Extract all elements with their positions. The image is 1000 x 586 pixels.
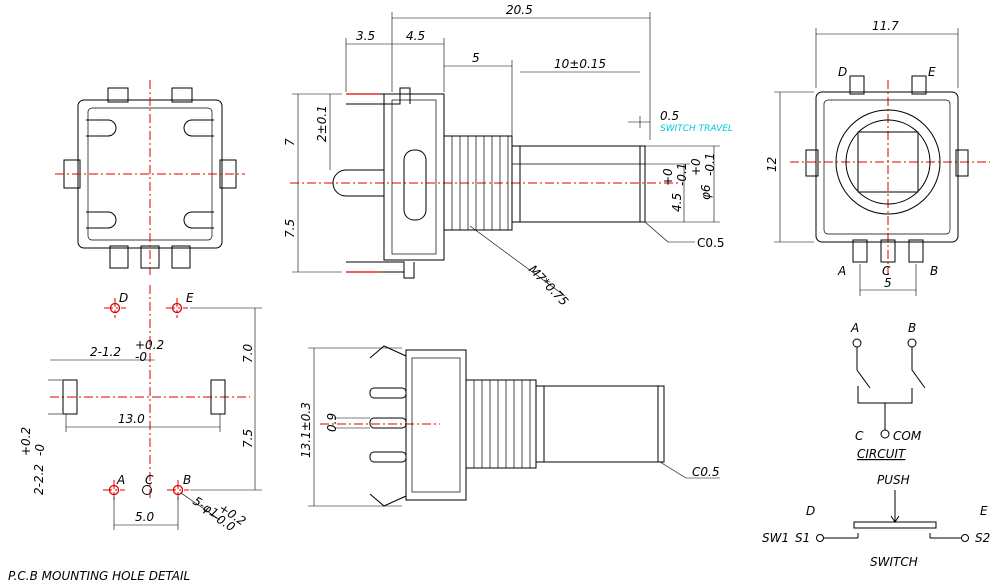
pcb-label-d: D [119, 291, 128, 305]
switch-label-e: E [980, 504, 988, 518]
side-view: 20.5 3.5 4.5 5 10±0.15 0.5 SWITCH TRAVEL… [283, 3, 733, 309]
switch-label-d: D [806, 504, 815, 518]
dim-phi6: φ6 [699, 184, 713, 200]
dim-117: 11.7 [872, 19, 899, 33]
pcb-dim-13: 13.0 [118, 412, 145, 426]
dim-45: 4.5 [406, 29, 425, 43]
side-view-bottom: 13.1±0.3 0.9 C0.5 [299, 345, 720, 507]
dim-shaft-45: 4.5 [670, 193, 684, 212]
pcb-title: P.C.B MOUNTING HOLE DETAIL [8, 569, 190, 583]
knob-label-e: E [928, 65, 936, 79]
circuit-label-a: A [850, 321, 859, 335]
switch-label-sw1: SW1 [762, 531, 789, 545]
pcb-label-b: B [183, 473, 191, 487]
switch-label-s2: S2 [975, 531, 990, 545]
knob-view: D E A C B 11.7 12 5 [765, 19, 990, 296]
dim-c05-side: C0.5 [697, 236, 724, 250]
circuit-label-c: C [855, 429, 864, 443]
pcb-dim-slot: 2-2.2 [32, 464, 46, 495]
knob-label-d: D [838, 65, 847, 79]
pcb-hole-detail: D E A C B 13.0 2-1.2 +0.2 -0 2-2.2 +0.2 … [8, 285, 262, 583]
knob-label-b: B [930, 264, 938, 278]
dim-2: 2±0.1 [315, 105, 329, 142]
dim-shaft-45-tol-top: +0 [661, 168, 675, 186]
switch-title: SWITCH [870, 555, 918, 569]
pcb-label-e: E [186, 291, 194, 305]
dim-09: 0.9 [325, 413, 339, 432]
dim-75-side: 7.5 [283, 219, 297, 238]
switch-diagram: PUSH D E SW1 S1 S2 SWITCH [762, 473, 990, 569]
dim-205: 20.5 [506, 3, 533, 17]
dim-35: 3.5 [356, 29, 375, 43]
front-view [55, 80, 245, 275]
dim-c05-bottom: C0.5 [692, 465, 719, 479]
circuit-title: CIRCUIT [857, 447, 907, 461]
switch-travel-label: SWITCH TRAVEL [660, 124, 733, 134]
pcb-label-a: A [116, 473, 125, 487]
dim-thread: M7*0.75 [526, 262, 571, 308]
dim-5: 5 [472, 51, 480, 65]
dim-shaft-45-tol-bot: -0.1 [675, 163, 689, 186]
pcb-dim-70: 7.0 [241, 344, 255, 363]
dim-12: 12 [765, 157, 779, 172]
dim-10: 10±0.15 [554, 57, 606, 71]
knob-label-c: C [882, 264, 891, 278]
pcb-dim-hole2: 2-1.2 [90, 345, 121, 359]
dim-131: 13.1±0.3 [299, 402, 313, 458]
dim-phi6-tol-top: +0 [689, 158, 703, 176]
pcb-dim-50: 5.0 [135, 510, 154, 524]
dim-phi6-tol-bot: -0.1 [703, 153, 717, 176]
circuit-label-com: COM [893, 429, 922, 443]
pcb-dim-slot-tol-top: +0.2 [19, 427, 33, 456]
pcb-dim-75: 7.5 [241, 429, 255, 448]
switch-label-s1: S1 [795, 531, 810, 545]
pcb-dim-hole2-tol-bot: -0 [135, 350, 147, 364]
dim-7-side: 7 [283, 138, 297, 146]
pcb-label-c: C [145, 473, 154, 487]
switch-push: PUSH [877, 473, 910, 487]
circuit-label-b: B [908, 321, 916, 335]
dim-05: 0.5 [660, 109, 679, 123]
knob-label-a: A [837, 264, 846, 278]
pcb-dim-slot-tol-bot: -0 [33, 444, 47, 456]
circuit-diagram: A B C COM CIRCUIT [850, 321, 926, 461]
dim-pitch-5: 5 [884, 276, 892, 290]
pcb-dim-hole2-tol-top: +0.2 [135, 338, 164, 352]
